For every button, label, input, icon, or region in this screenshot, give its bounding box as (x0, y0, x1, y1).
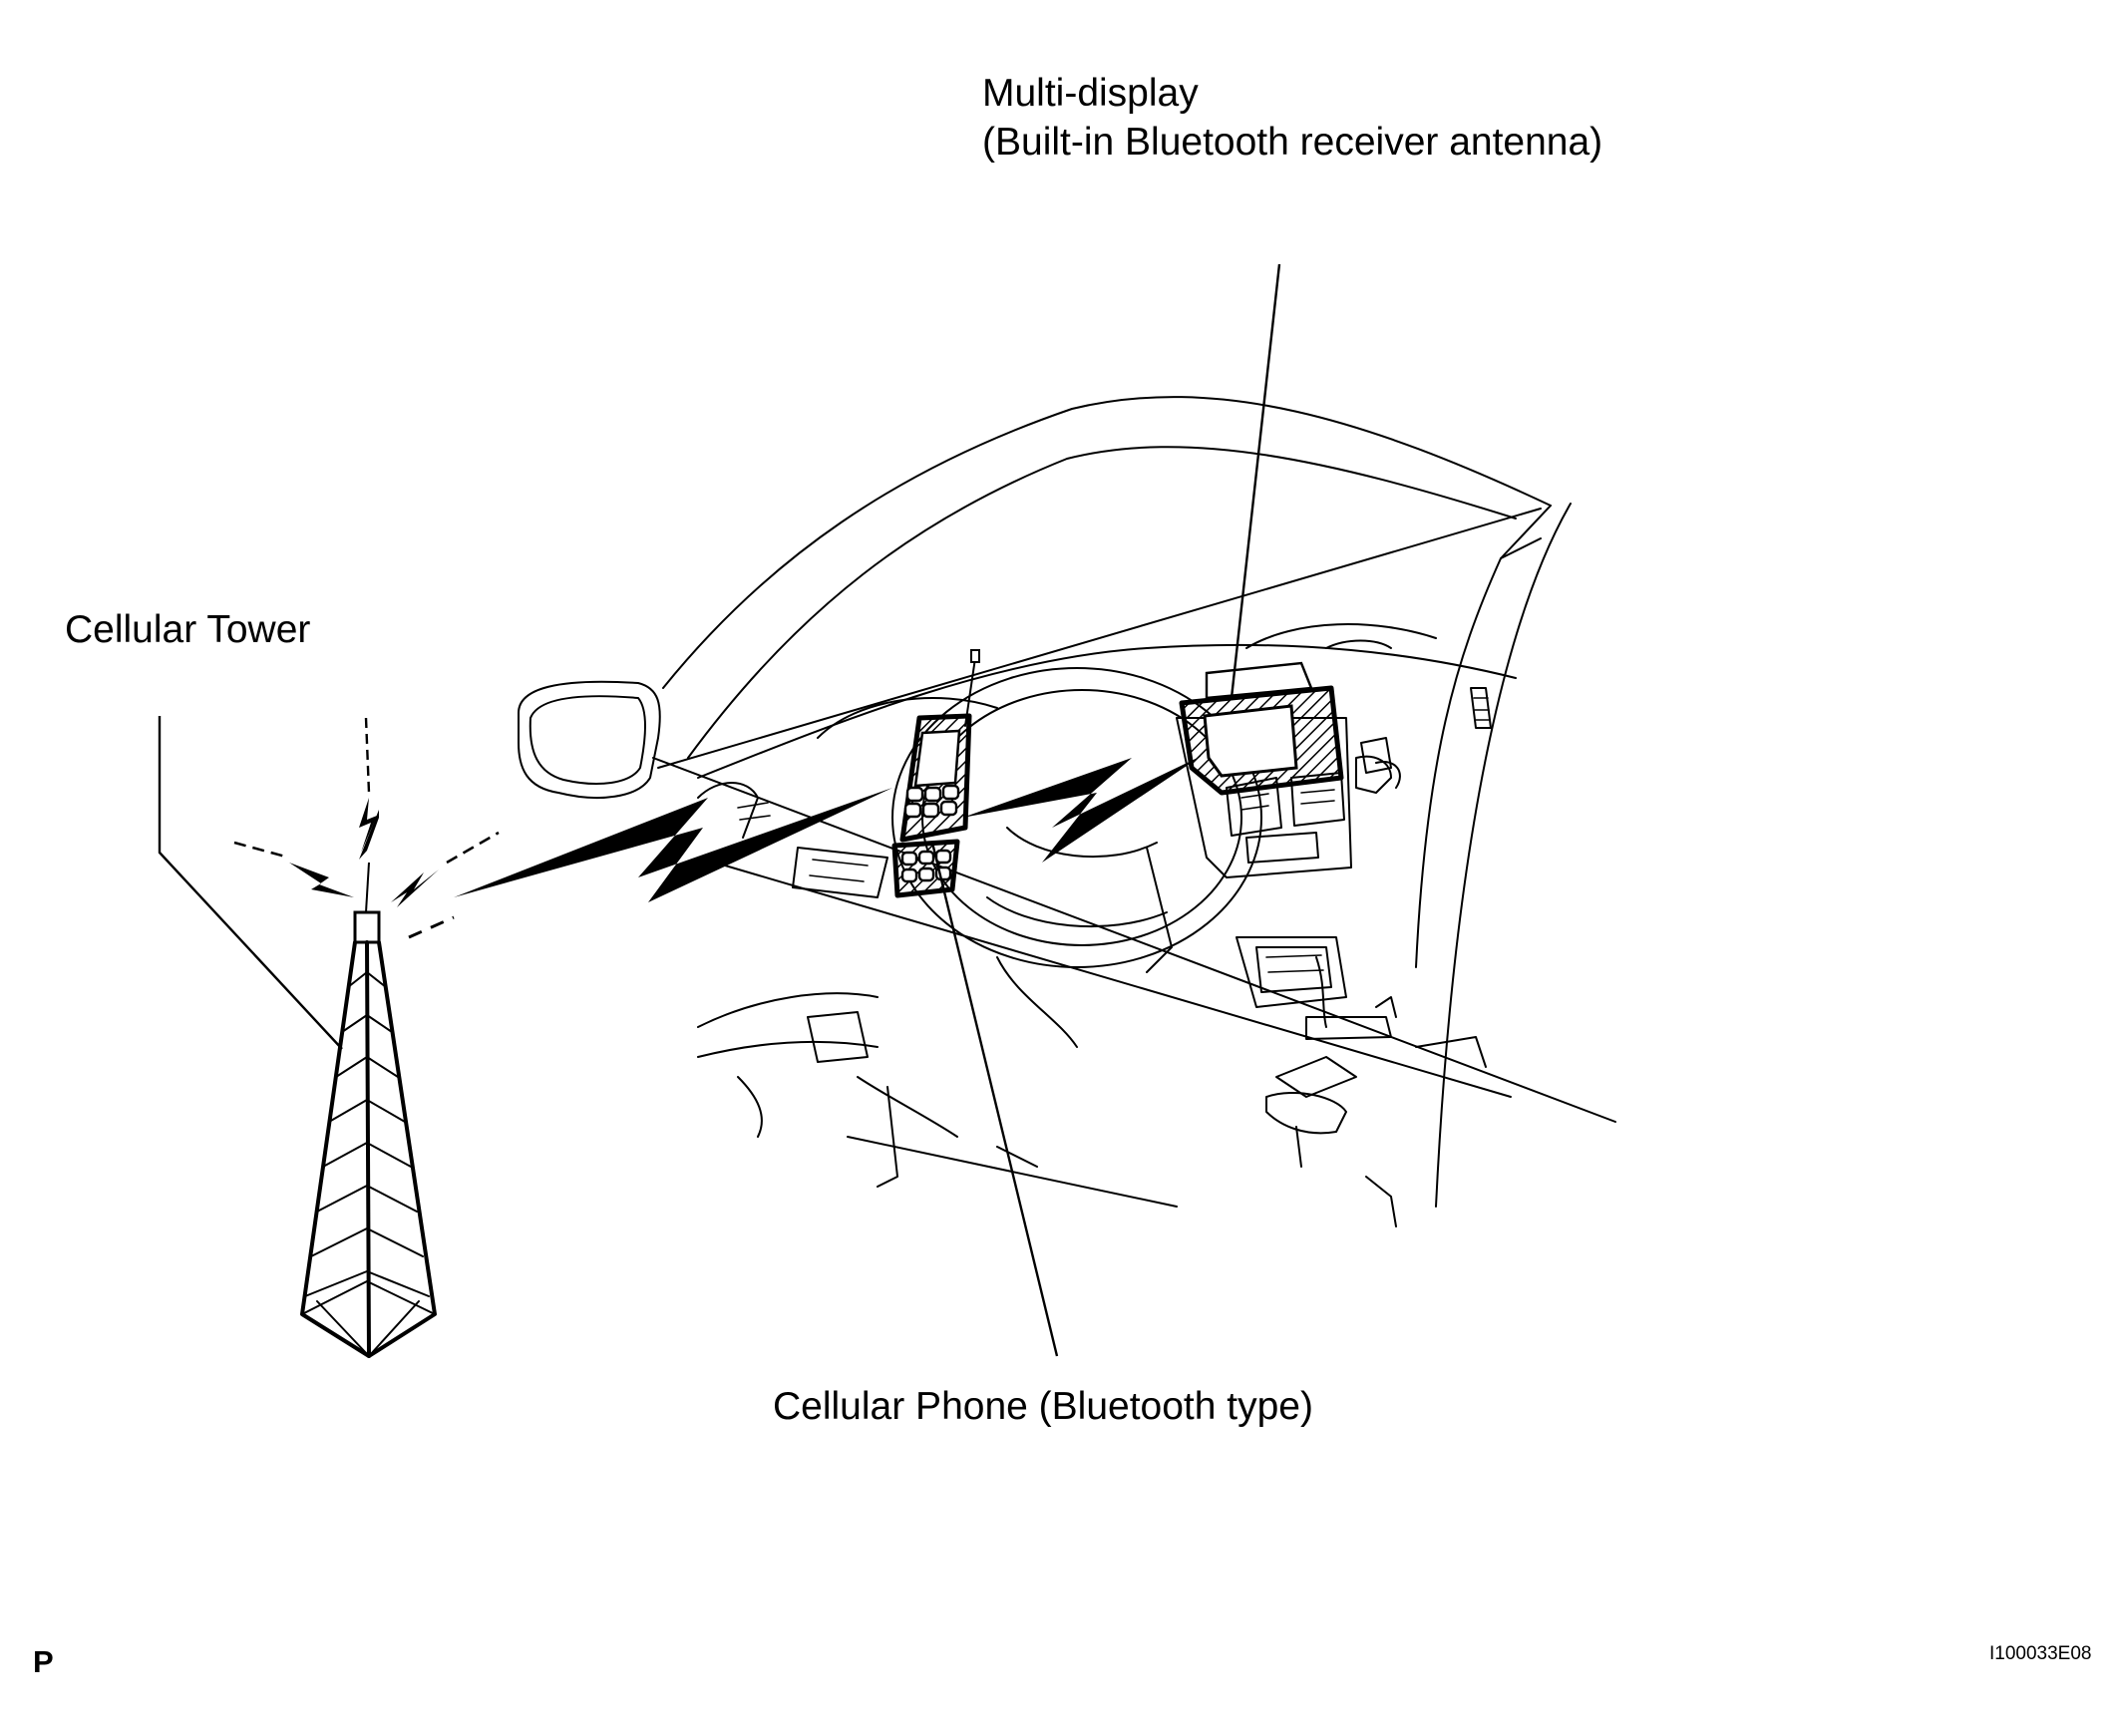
leader-lines (158, 263, 1281, 1357)
multi-display-label: Multi-display (Built-in Bluetooth receiv… (982, 70, 1602, 168)
multi-display-label-line1: Multi-display (982, 72, 1199, 115)
leader-multi-display (1230, 263, 1281, 699)
center-console (1176, 717, 1487, 1227)
lattice-tower-icon (300, 910, 437, 1358)
side-mirror (518, 680, 661, 799)
cellular-tower-label: Cellular Tower (65, 608, 311, 651)
figure-code: I100033E08 (1989, 1643, 2092, 1664)
leader-cellular-phone (930, 842, 1059, 1357)
corner-letter: P (33, 1644, 54, 1679)
multi-display-label-line2: (Built-in Bluetooth receiver antenna) (982, 120, 1603, 164)
cellular-phone-label: Cellular Phone (Bluetooth type) (773, 1385, 1313, 1428)
leader-cellular-tower (158, 716, 343, 1050)
multi-display (1179, 661, 1344, 796)
lightning-bolt-icon (233, 717, 1202, 939)
